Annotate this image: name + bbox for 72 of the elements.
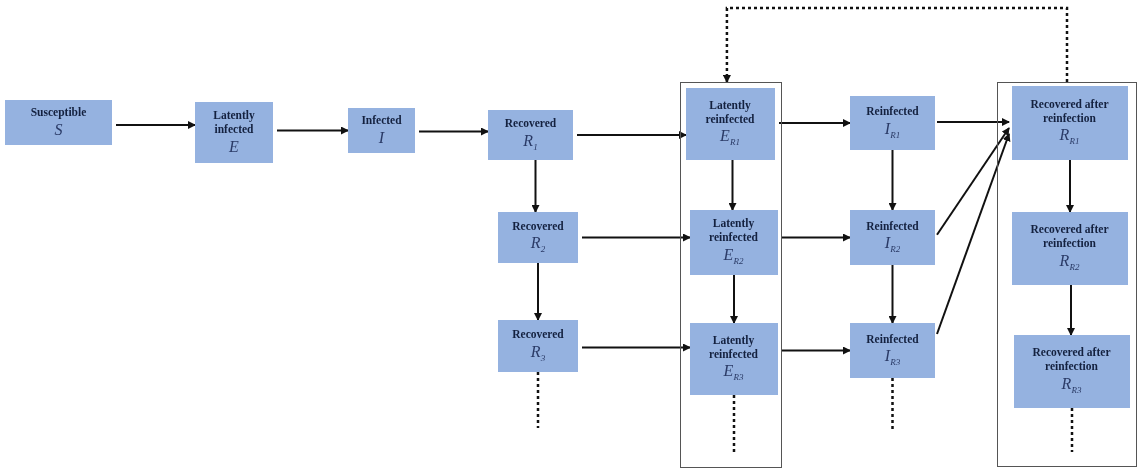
state-box	[689, 322, 778, 395]
state-label: Susceptible	[30, 106, 87, 120]
state-label: Latently reinfected	[708, 333, 759, 362]
arrow	[781, 233, 851, 242]
state-label: Recovered after reinfection	[1031, 346, 1112, 374]
state-box	[689, 209, 778, 275]
state-box	[685, 87, 775, 160]
group-frame	[680, 82, 782, 468]
state-label: Recovered	[512, 328, 564, 342]
arrow	[115, 121, 196, 129]
arrow	[778, 119, 851, 127]
connector-line	[536, 372, 540, 428]
state-symbol: R$_{R2}$	[1059, 250, 1080, 273]
state-symbol: R$_{R3}$	[1061, 373, 1082, 396]
arrow	[534, 262, 542, 321]
state-symbol: E$_{R3}$	[723, 361, 744, 384]
arrow	[936, 118, 1010, 126]
state-label: Reinfected	[866, 105, 919, 119]
state-symbol: I	[378, 127, 385, 147]
arrow	[581, 343, 691, 352]
state-box	[195, 102, 273, 163]
arrow	[728, 159, 737, 211]
arrow	[581, 233, 691, 242]
state-box	[850, 96, 935, 150]
state-label: Latently infected	[212, 109, 256, 137]
arrow	[418, 127, 489, 136]
connector-line	[732, 395, 736, 452]
state-symbol: I$_{R3}$	[884, 346, 901, 369]
state-symbol: I$_{R2}$	[884, 233, 901, 256]
arrow	[276, 126, 349, 135]
state-symbol: S	[54, 119, 63, 139]
state-symbol: E$_{R1}$	[720, 126, 740, 149]
state-box	[488, 110, 573, 160]
arrow	[1066, 159, 1074, 213]
state-label: Latently reinfected	[704, 98, 756, 127]
state-symbol: E$_{R2}$	[723, 244, 744, 267]
state-label: Latently reinfected	[708, 217, 759, 245]
group-frame	[997, 82, 1137, 467]
state-label: Recovered	[512, 219, 564, 234]
arrow	[888, 264, 897, 324]
state-box	[498, 320, 578, 372]
state-label: Recovered	[504, 117, 557, 131]
arrow	[781, 346, 851, 355]
arrow	[730, 274, 738, 324]
arrow	[936, 127, 1010, 236]
arrow	[722, 6, 1069, 83]
arrow	[576, 131, 687, 139]
arrow	[936, 133, 1011, 335]
state-symbol: R$_{2}$	[530, 233, 546, 256]
state-box	[850, 210, 935, 265]
state-symbol: R$_{R1}$	[1059, 125, 1080, 148]
arrow	[1067, 284, 1075, 336]
state-box	[5, 100, 112, 145]
connector-line	[891, 378, 894, 432]
state-label: Reinfected	[866, 219, 919, 234]
state-symbol: R$_{3}$	[530, 341, 546, 364]
state-box	[498, 212, 578, 263]
state-symbol: R$_{1}$	[523, 130, 538, 153]
state-label: Infected	[361, 114, 402, 128]
state-symbol: I$_{R1}$	[884, 118, 901, 141]
arrow	[531, 159, 540, 213]
arrow	[888, 149, 897, 211]
state-label: Recovered after reinfection	[1029, 223, 1110, 251]
state-box	[1011, 211, 1128, 285]
state-label: Reinfected	[866, 332, 919, 347]
connector-line	[1070, 408, 1074, 452]
state-box	[850, 323, 935, 378]
state-label: Recovered after reinfection	[1029, 97, 1110, 126]
state-symbol: E	[229, 136, 239, 156]
state-box	[1013, 334, 1130, 408]
state-box	[348, 108, 415, 153]
state-box	[1011, 85, 1128, 160]
